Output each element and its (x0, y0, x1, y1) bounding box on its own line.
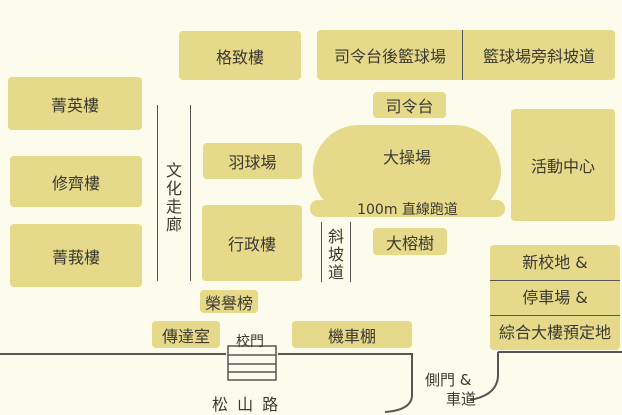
gym-divider (462, 30, 463, 80)
building-reception[interactable]: 傳達室 (152, 321, 220, 348)
corridor-label: 文 化 走 廊 (164, 162, 184, 234)
new-campus-line2: 停車場 & (522, 288, 588, 307)
gym-back-label: 司令台後籃球場 (333, 47, 446, 66)
slope-char: 坡 (327, 245, 344, 264)
building-badminton[interactable]: 羽球場 (203, 143, 302, 179)
corridor-line-right (190, 105, 191, 281)
slope-char: 斜 (327, 227, 344, 246)
building-xiuqi[interactable]: 修齊樓 (10, 156, 142, 207)
new-campus-line3: 綜合大樓預定地 (498, 323, 611, 342)
slope-label: 斜 坡 道 (326, 228, 346, 282)
big-banyan-tree[interactable]: 大榕樹 (373, 228, 447, 255)
corridor-char: 文 (165, 161, 182, 180)
honor-board[interactable]: 榮譽榜 (200, 290, 258, 313)
track[interactable]: 100m 直線跑道 (310, 200, 505, 218)
road-label: 松 山 路 (212, 395, 281, 414)
new-campus-divider (490, 315, 620, 316)
building-activity-center[interactable]: 活動中心 (511, 109, 615, 221)
building-admin[interactable]: 行政樓 (202, 205, 302, 281)
building-gym-group[interactable]: 司令台後籃球場 籃球場旁斜坡道 (317, 30, 615, 80)
corridor-char: 化 (165, 179, 182, 198)
new-campus-area[interactable]: 新校地 & 停車場 & 綜合大樓預定地 (490, 245, 620, 350)
slope-line-right (350, 222, 351, 282)
new-campus-line1: 新校地 & (522, 253, 588, 272)
corridor-char: 走 (165, 197, 182, 216)
building-gezhi[interactable]: 格致樓 (179, 31, 301, 80)
side-gate-label-2: 車道 (446, 390, 477, 408)
new-campus-divider (490, 280, 620, 281)
court-slope-label: 籃球場旁斜坡道 (482, 47, 595, 66)
slope-char: 道 (327, 263, 344, 282)
gate-label: 校門 (236, 334, 264, 350)
corridor-char: 廊 (165, 215, 182, 234)
side-gate-label-1: 側門 & (425, 371, 472, 389)
building-podium[interactable]: 司令台 (373, 92, 446, 118)
slope-line-left (321, 222, 322, 282)
building-jingjing[interactable]: 菁莪樓 (10, 224, 142, 287)
building-jingying[interactable]: 菁英樓 (8, 77, 142, 130)
scooter-shed[interactable]: 機車棚 (292, 321, 412, 348)
corridor-line-left (157, 105, 158, 281)
